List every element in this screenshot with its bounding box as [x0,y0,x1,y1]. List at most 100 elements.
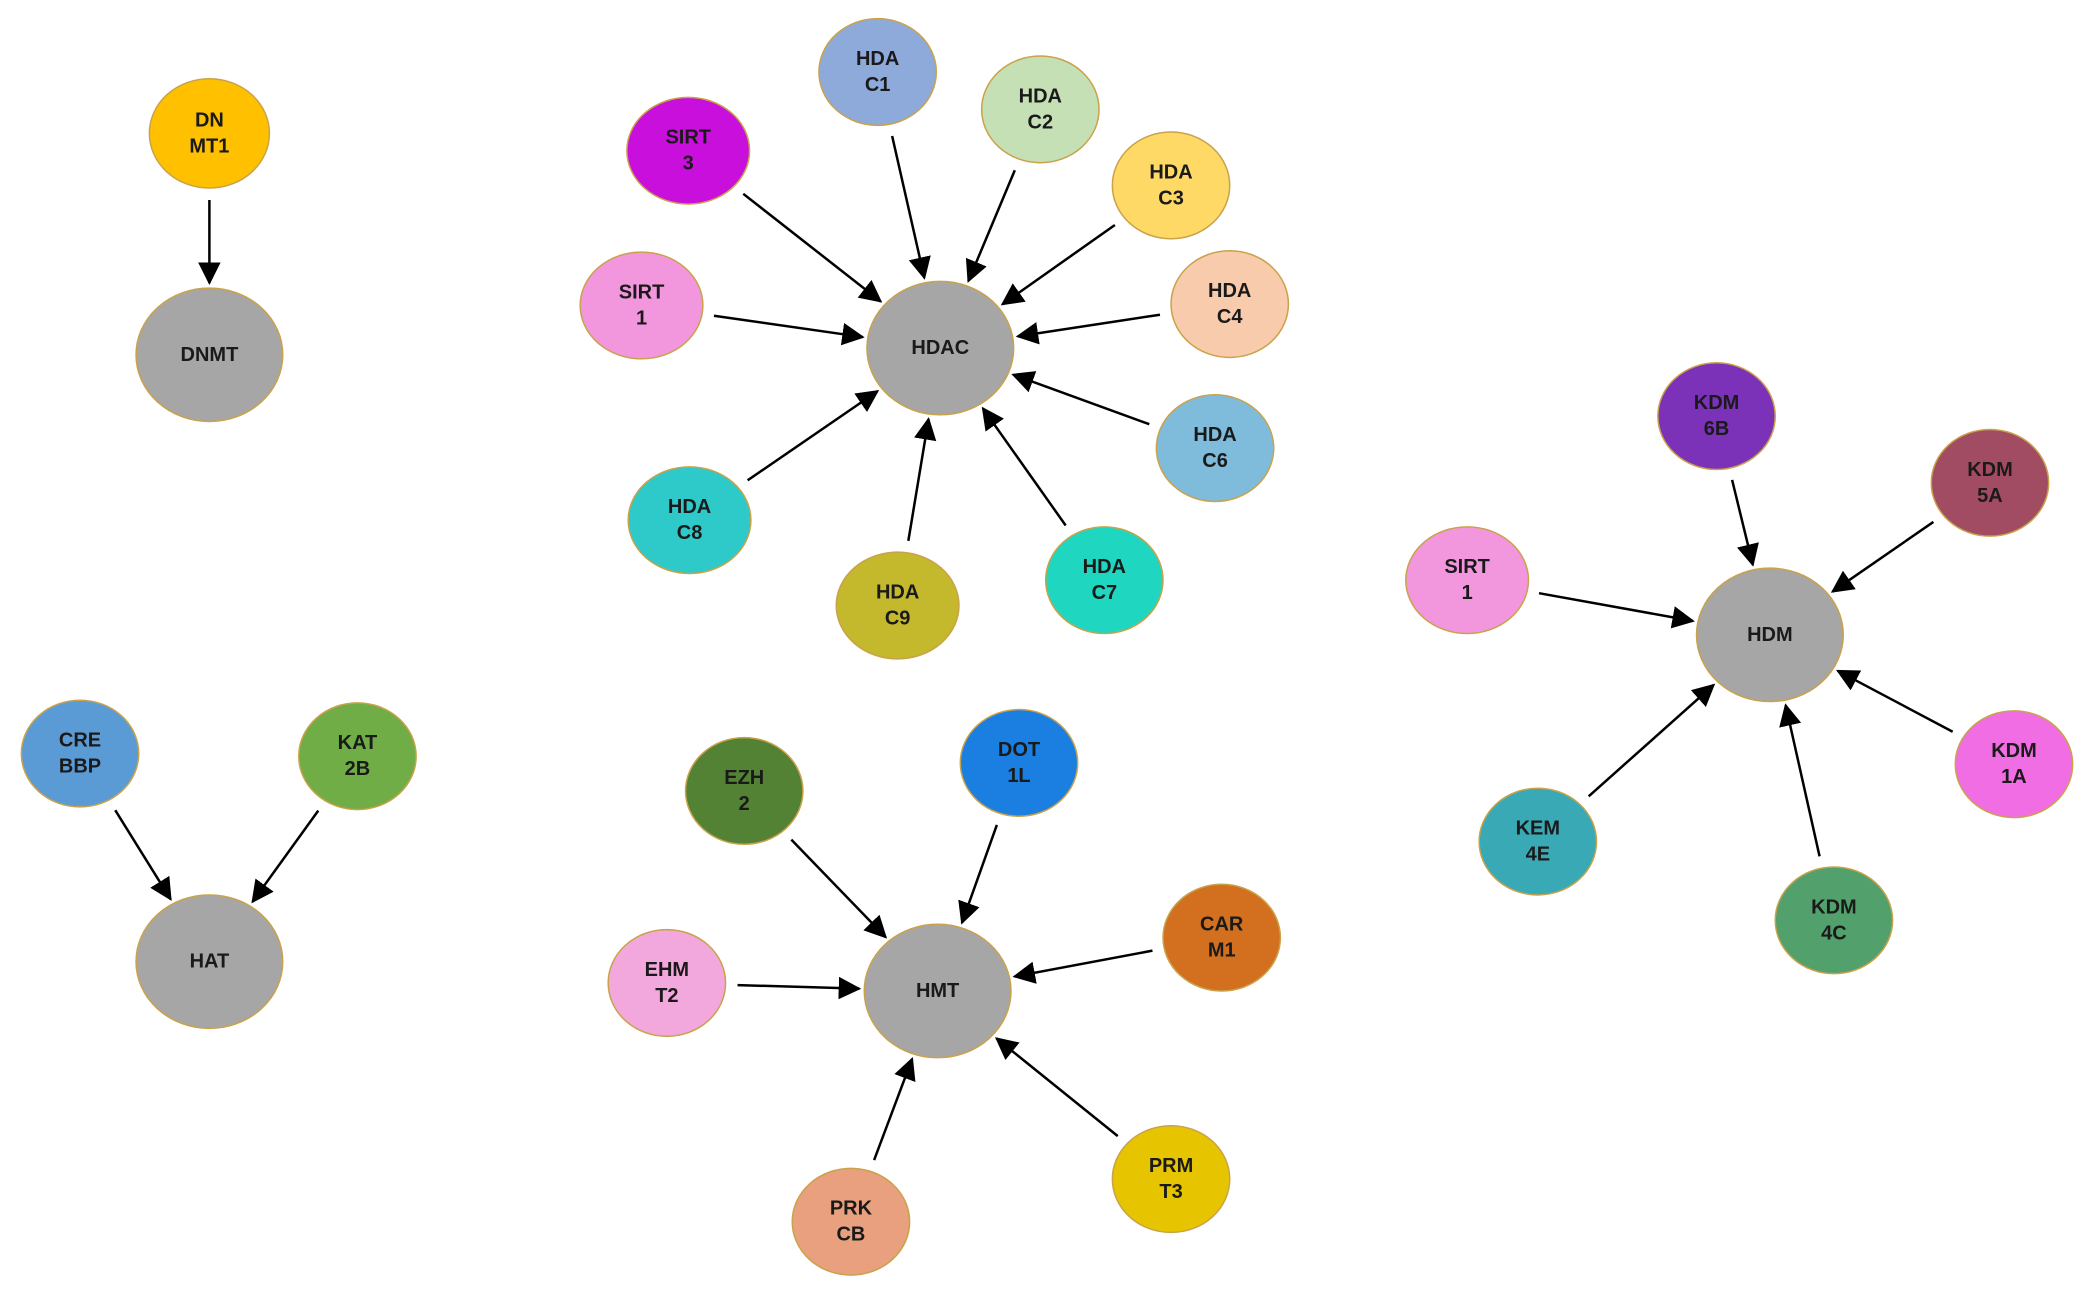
node-kdm1a-label-line: KDM [1991,740,2037,762]
node-crebbp-label-line: CRE [59,730,101,752]
node-hdac9-label-line: C9 [885,608,911,630]
node-kdm6b-label-line: KDM [1694,392,1740,414]
node-hdm-circle [1695,567,1845,703]
arrow-kdm1a-to-hdm [1836,669,1954,733]
node-prmt3-label-line: PRM [1149,1155,1193,1177]
node-sirt1-hdac-circle [579,251,704,360]
node-hdac8-circle [627,466,752,575]
arrow-ezh2-to-hmt [790,838,888,939]
node-kdm6b-label-line: 6B [1704,418,1730,440]
arrow-sirt1-hdm-to-hdm [1538,591,1695,629]
node-dnmt1-label-line: DN [195,109,224,131]
arrow-hdac4-to-hdac [1015,313,1161,345]
node-hdac3-label-line: C3 [1158,187,1184,209]
node-hdac4-circle [1170,249,1290,359]
node-dnmt-circle [135,287,284,423]
node-sirt1-hdm-label-line: 1 [1462,582,1473,604]
node-hmt: HMT [863,923,1012,1059]
node-hmt-circle [863,923,1012,1059]
node-crebbp-label-line: BBP [59,756,101,778]
node-dot1l-label-line: DOT [998,739,1040,761]
node-kem4e-label-line: KEM [1516,818,1560,840]
node-hdac3-label-line: HDA [1149,161,1192,183]
node-kdm5a-label-line: 5A [1977,485,2003,507]
node-carm1-label-line: M1 [1208,940,1236,962]
node-hat: HAT [135,894,284,1030]
node-hdac9-circle [835,551,960,660]
arrow-crebbp-to-hat [114,809,172,901]
arrow-kdm6b-to-hdm [1730,479,1759,567]
node-hdac1-label-line: C1 [865,74,891,96]
node-kem4e-label-line: 4E [1526,844,1550,866]
node-hdac7-label-line: C7 [1092,582,1118,604]
node-ezh2-circle [684,736,804,846]
arrow-sirt3-to-hdac [742,192,883,303]
node-hdac2-label-line: HDA [1019,85,1062,107]
node-crebbp-circle [20,699,140,808]
node-prkcb-label-line: CB [836,1224,865,1246]
arrow-hdac2-to-hdac [965,169,1016,283]
node-prkcb-circle [791,1167,911,1276]
node-dnmt: DNMT [135,287,284,423]
node-dnmt-label-line: DNMT [181,344,239,366]
node-kat2b-circle [298,702,417,811]
arrow-dot1l-to-hmt [958,824,999,925]
node-hdac7-circle [1044,526,1164,635]
node-hdac7: HDA C7 [1044,526,1164,635]
arrow-hdac6-to-hdac [1011,371,1150,426]
node-hdac3-circle [1111,131,1231,240]
node-kat2b: KAT 2B [298,702,417,811]
node-kdm4c-label-line: 4C [1821,922,1847,944]
node-kdm6b-circle [1657,362,1776,471]
node-kdm1a-label-line: 1A [2001,766,2027,788]
node-hat-circle [135,894,284,1030]
node-hdac8-label-line: C8 [677,522,703,544]
node-hdac7-label-line: HDA [1083,556,1126,578]
node-sirt1-hdac-label-line: 1 [636,307,647,329]
node-kem4e: KEM 4E [1478,787,1598,896]
node-dot1l: DOT 1L [959,708,1079,818]
arrow-hdac9-to-hdac [907,417,937,542]
arrow-sirt1-hdac-to-hdac [713,314,865,346]
arrow-kdm4c-to-hdm [1779,703,1821,857]
arrow-hdac1-to-hdac [890,135,931,280]
node-hdac3: HDA C3 [1111,131,1231,240]
node-dnmt1-circle [148,77,271,189]
node-hdac4-label-line: HDA [1208,280,1251,302]
node-ezh2-label-line: EZH [724,767,764,789]
nodes: DNMTDNMT1HDACHDAC1HDAC2HDAC3HDAC4HDAC6HD… [20,17,2074,1276]
node-hdm-label-line: HDM [1747,624,1793,646]
node-sirt1-hdm: SIRT 1 [1405,526,1530,635]
node-ezh2-label-line: 2 [739,793,750,815]
node-dot1l-label-line: 1L [1007,765,1030,787]
arrow-kem4e-to-hdm [1587,683,1716,798]
arrow-carm1-to-hmt [1012,949,1153,984]
node-kdm1a: KDM 1A [1954,710,2074,819]
node-crebbp: CRE BBP [20,699,140,808]
node-hdac1-circle [818,17,938,127]
arrow-kat2b-to-hat [251,809,320,904]
node-kat2b-label-line: KAT [338,732,378,754]
node-hdac8-label-line: HDA [668,496,711,518]
node-kat2b-label-line: 2B [345,758,371,780]
arrow-prkcb-to-hmt [872,1057,916,1161]
arrow-kdm5a-to-hdm [1830,520,1935,593]
node-ezh2: EZH 2 [684,736,804,846]
arrow-hdac7-to-hdac [981,406,1067,527]
arrow-hdac3-to-hdac [1000,223,1116,306]
node-hdac6-label-line: C6 [1202,450,1228,472]
node-sirt1-hdm-label-line: SIRT [1444,556,1490,578]
node-sirt3-label-line: SIRT [665,127,711,149]
node-hdm: HDM [1695,567,1845,703]
node-hdac6-circle [1155,394,1275,503]
